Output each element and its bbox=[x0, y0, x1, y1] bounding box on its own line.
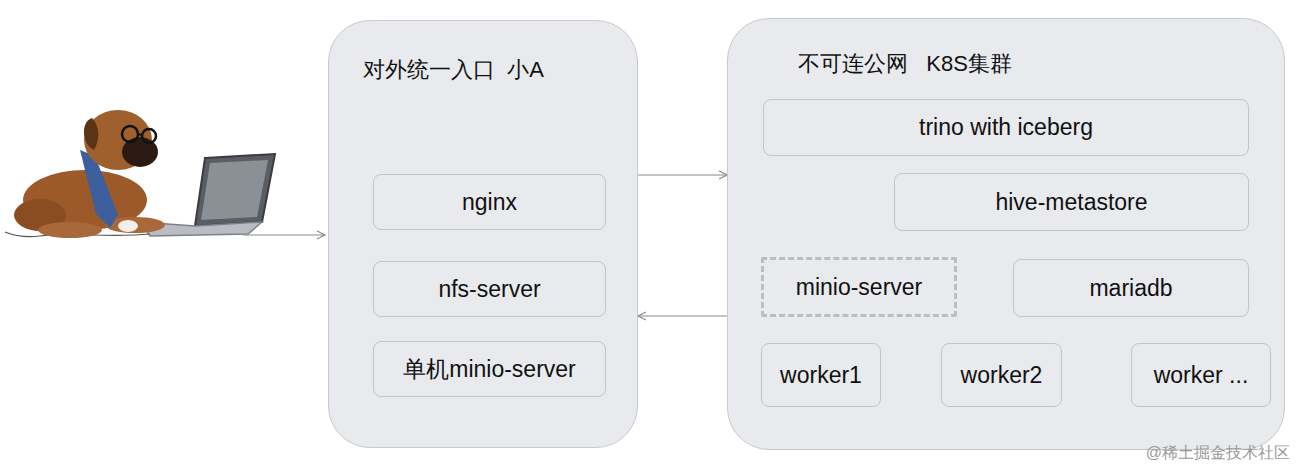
service-box: worker ... bbox=[1131, 343, 1271, 407]
box-label: worker1 bbox=[780, 362, 862, 389]
box-label: worker2 bbox=[961, 362, 1043, 389]
service-box: nfs-server bbox=[373, 261, 606, 317]
service-box: 单机minio-server bbox=[373, 341, 606, 397]
box-label: mariadb bbox=[1089, 275, 1172, 302]
service-box: hive-metastore bbox=[894, 173, 1249, 231]
service-box: minio-server bbox=[761, 257, 957, 317]
panel-title: 对外统一入口 小A bbox=[363, 55, 544, 85]
group-panel: 对外统一入口 小A nginx nfs-server 单机minio-server bbox=[328, 20, 638, 448]
group-panel: 不可连公网 K8S集群 trino with iceberg hive-metast… bbox=[727, 18, 1285, 450]
panel-title: 不可连公网 K8S集群 bbox=[798, 49, 1012, 79]
arrow-connector bbox=[638, 315, 727, 316]
watermark: @稀土掘金技术社区 bbox=[1146, 443, 1290, 464]
service-box: worker2 bbox=[941, 343, 1062, 407]
service-box: worker1 bbox=[761, 343, 881, 407]
box-label: minio-server bbox=[796, 274, 923, 301]
box-label: 单机minio-server bbox=[403, 354, 576, 385]
box-label: nginx bbox=[462, 189, 517, 216]
box-label: trino with iceberg bbox=[919, 114, 1093, 141]
box-label: nfs-server bbox=[438, 276, 540, 303]
arrow-connector bbox=[638, 174, 727, 175]
service-box: nginx bbox=[373, 174, 606, 230]
service-box: mariadb bbox=[1013, 259, 1249, 317]
box-label: worker ... bbox=[1154, 362, 1249, 389]
service-box: trino with iceberg bbox=[763, 99, 1249, 156]
box-label: hive-metastore bbox=[995, 189, 1147, 216]
